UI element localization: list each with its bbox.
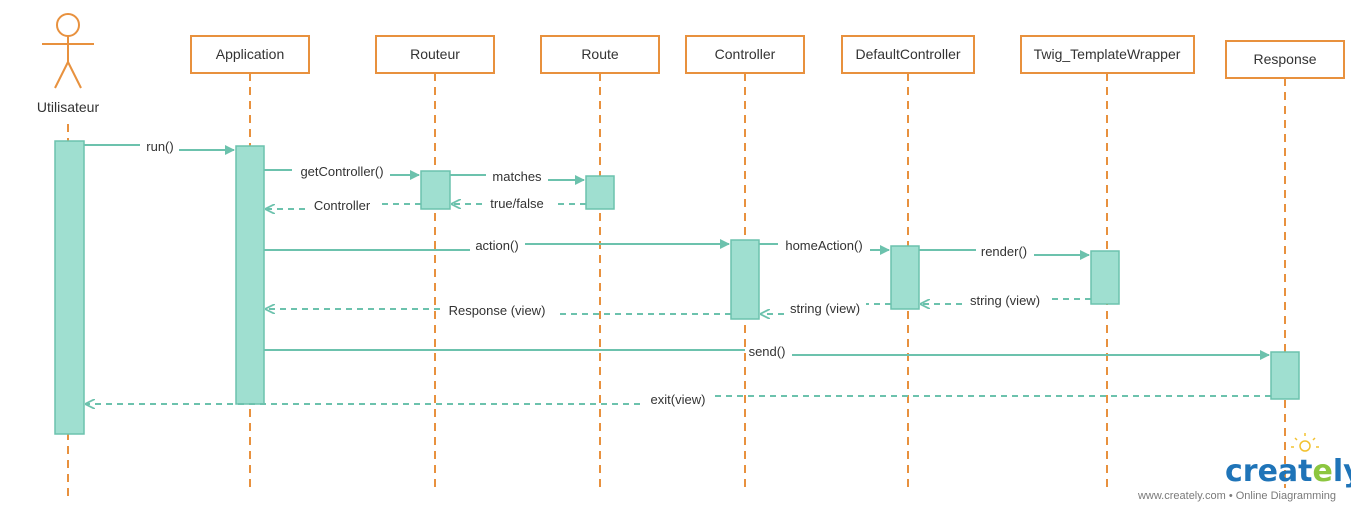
message-label: string (view) <box>790 301 860 316</box>
activation-application <box>235 145 265 405</box>
participant-label: Route <box>581 46 619 62</box>
participant-label: Routeur <box>410 46 460 62</box>
activations <box>54 140 1300 435</box>
message-getcontroller: getController() <box>264 164 420 180</box>
message-matches: matches <box>450 169 585 185</box>
lightbulb-icon <box>1291 433 1319 452</box>
activation-routeur <box>420 170 451 210</box>
message-string-view-twig: string (view) <box>921 293 1091 308</box>
message-run: run() <box>84 139 235 155</box>
message-response-view: Response (view) <box>266 303 731 318</box>
participant-application: Application <box>190 35 310 74</box>
message-label: matches <box>492 169 542 184</box>
message-label: true/false <box>490 196 543 211</box>
message-label: string (view) <box>970 293 1040 308</box>
message-homeaction: homeAction() <box>759 238 890 255</box>
activation-response <box>1270 351 1300 400</box>
participant-routeur: Routeur <box>375 35 495 74</box>
actor-head-icon <box>56 13 80 37</box>
message-label: Controller <box>314 198 371 213</box>
participant-response: Response <box>1225 40 1345 79</box>
message-label: render() <box>981 244 1027 259</box>
activation-controller <box>730 239 760 320</box>
creately-tagline: www.creately.com • Online Diagramming <box>1137 490 1336 502</box>
activation-route <box>585 175 615 210</box>
message-action: action() <box>264 238 730 253</box>
participant-label: Controller <box>715 46 776 62</box>
message-label: homeAction() <box>785 238 862 253</box>
message-label: action() <box>475 238 518 253</box>
participant-label: Response <box>1253 51 1316 67</box>
participant-twig: Twig_TemplateWrapper <box>1020 35 1195 74</box>
activation-twig <box>1090 250 1120 305</box>
creately-branding: creately www.creately.com • Online Diagr… <box>1137 433 1351 502</box>
activation-actor <box>54 140 85 435</box>
participant-defaultcontroller: DefaultController <box>841 35 975 74</box>
message-label: exit(view) <box>651 392 706 407</box>
message-label: Response (view) <box>449 303 546 318</box>
message-label: getController() <box>300 164 383 179</box>
actor-utilisateur: Utilisateur <box>37 13 100 115</box>
message-label: send() <box>749 344 786 359</box>
message-string-view-default: string (view) <box>761 301 891 316</box>
message-render: render() <box>919 244 1090 260</box>
message-label: run() <box>146 139 173 154</box>
participant-route: Route <box>540 35 660 74</box>
participant-label: DefaultController <box>855 46 960 62</box>
participant-label: Twig_TemplateWrapper <box>1034 46 1181 62</box>
activation-defaultcontroller <box>890 245 920 310</box>
message-true-false: true/false <box>452 196 586 211</box>
message-controller-return: Controller <box>266 198 421 213</box>
message-exit-view: exit(view) <box>86 392 1271 407</box>
participant-label: Application <box>216 46 285 62</box>
creately-logo: creately <box>1225 454 1351 489</box>
participant-controller: Controller <box>685 35 805 74</box>
message-send: send() <box>264 344 1270 360</box>
actor-label: Utilisateur <box>37 99 100 115</box>
